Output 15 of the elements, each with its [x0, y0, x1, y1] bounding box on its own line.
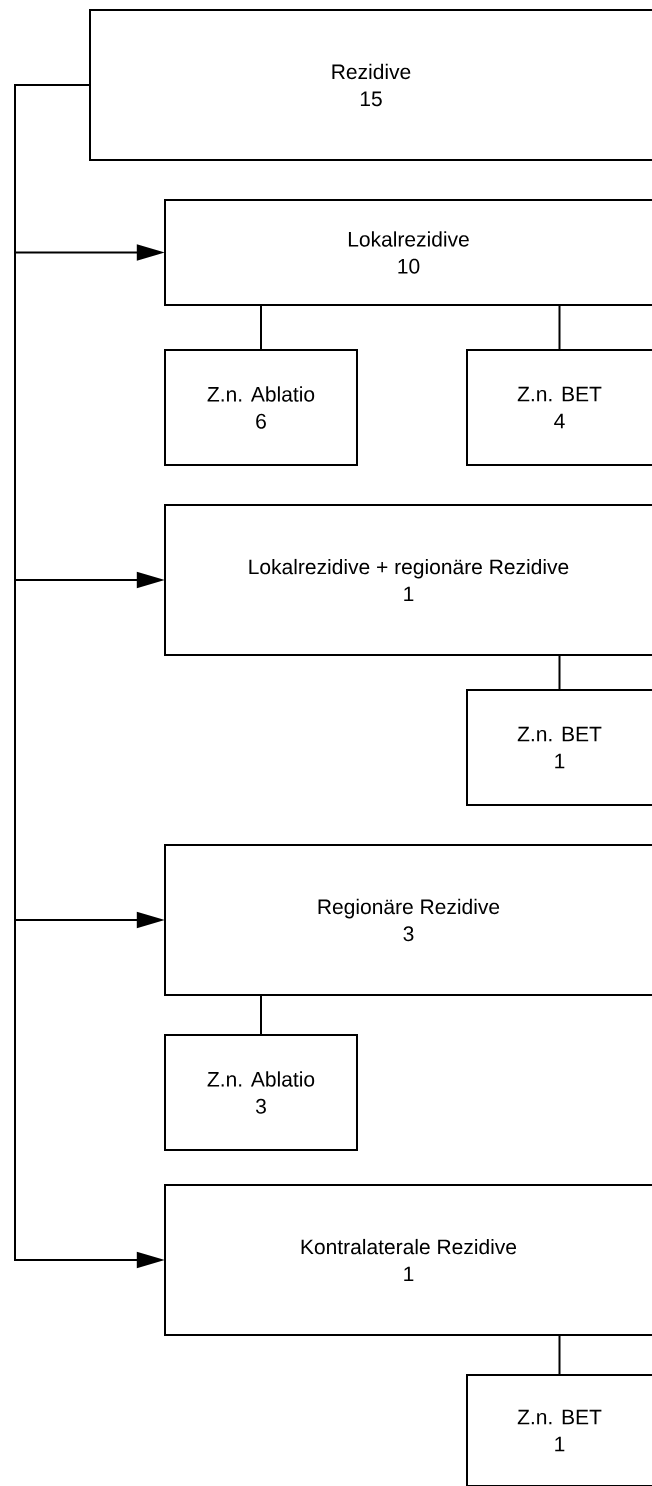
box: Z.n. Ablatio 6	[164, 349, 358, 466]
box: Lokalrezidive 10	[164, 199, 652, 306]
box: Regionäre Rezidive 3	[164, 844, 652, 996]
box: Z.n. Ablatio 3	[164, 1034, 358, 1151]
box: Z.n. BET 4	[466, 349, 652, 466]
connector-line	[558, 1334, 561, 1376]
box: Z.n. BET 1	[466, 1374, 652, 1486]
connector-line	[558, 654, 561, 691]
connector-line	[260, 304, 262, 351]
connector-line	[260, 994, 262, 1036]
box: Kontralaterale Rezidive 1	[164, 1184, 652, 1336]
connector-line	[558, 304, 561, 351]
box: Rezidive 15	[89, 9, 652, 161]
box: Lokalrezidive + regionäre Rezidive 1	[164, 504, 652, 656]
box: Z.n. BET 1	[466, 689, 652, 806]
